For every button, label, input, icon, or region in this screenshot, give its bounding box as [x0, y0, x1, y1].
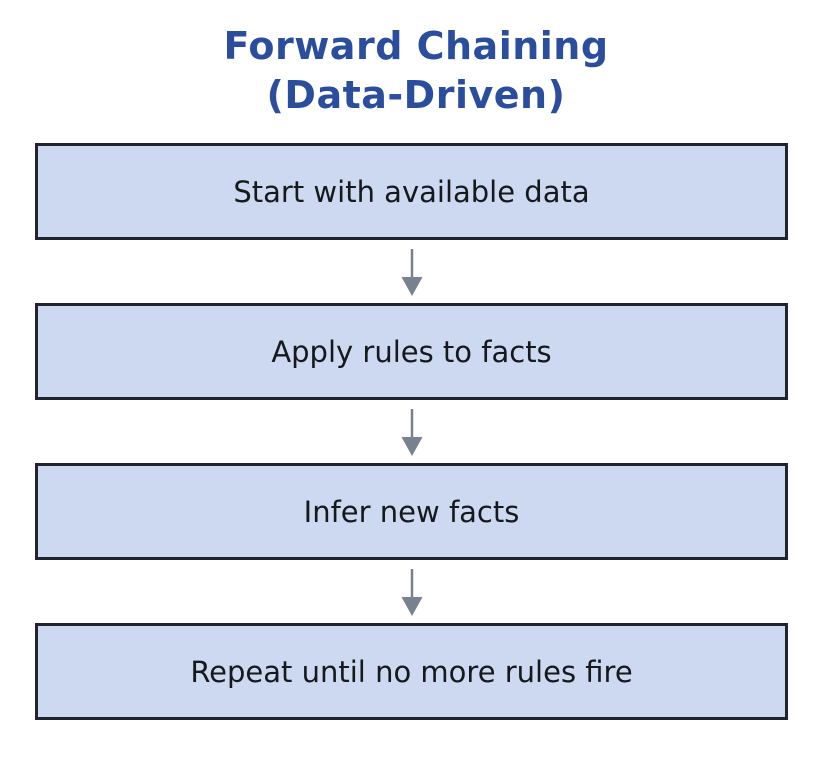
flow-connector: [399, 400, 425, 463]
flow-step-repeat: Repeat until no more rules fire: [35, 623, 788, 721]
page-title-line-2: (Data-Driven): [266, 73, 566, 118]
flowchart: Start with available data Apply rules to…: [35, 143, 788, 721]
flow-connector: [399, 240, 425, 303]
flow-step-label: Infer new facts: [303, 494, 520, 529]
flow-connector: [399, 560, 425, 623]
down-arrow-icon: [401, 568, 422, 616]
page-title: Forward Chaining (Data-Driven): [0, 22, 832, 120]
flow-step-label: Repeat until no more rules fire: [190, 654, 633, 689]
down-arrow-icon: [401, 408, 422, 456]
flow-step-label: Start with available data: [233, 174, 590, 209]
flow-step-label: Apply rules to facts: [271, 334, 552, 369]
page-title-line-1: Forward Chaining: [223, 24, 609, 68]
flow-step-start: Start with available data: [35, 143, 788, 241]
flow-step-infer-facts: Infer new facts: [35, 463, 788, 561]
down-arrow-icon: [401, 248, 422, 296]
flow-step-apply-rules: Apply rules to facts: [35, 303, 788, 401]
